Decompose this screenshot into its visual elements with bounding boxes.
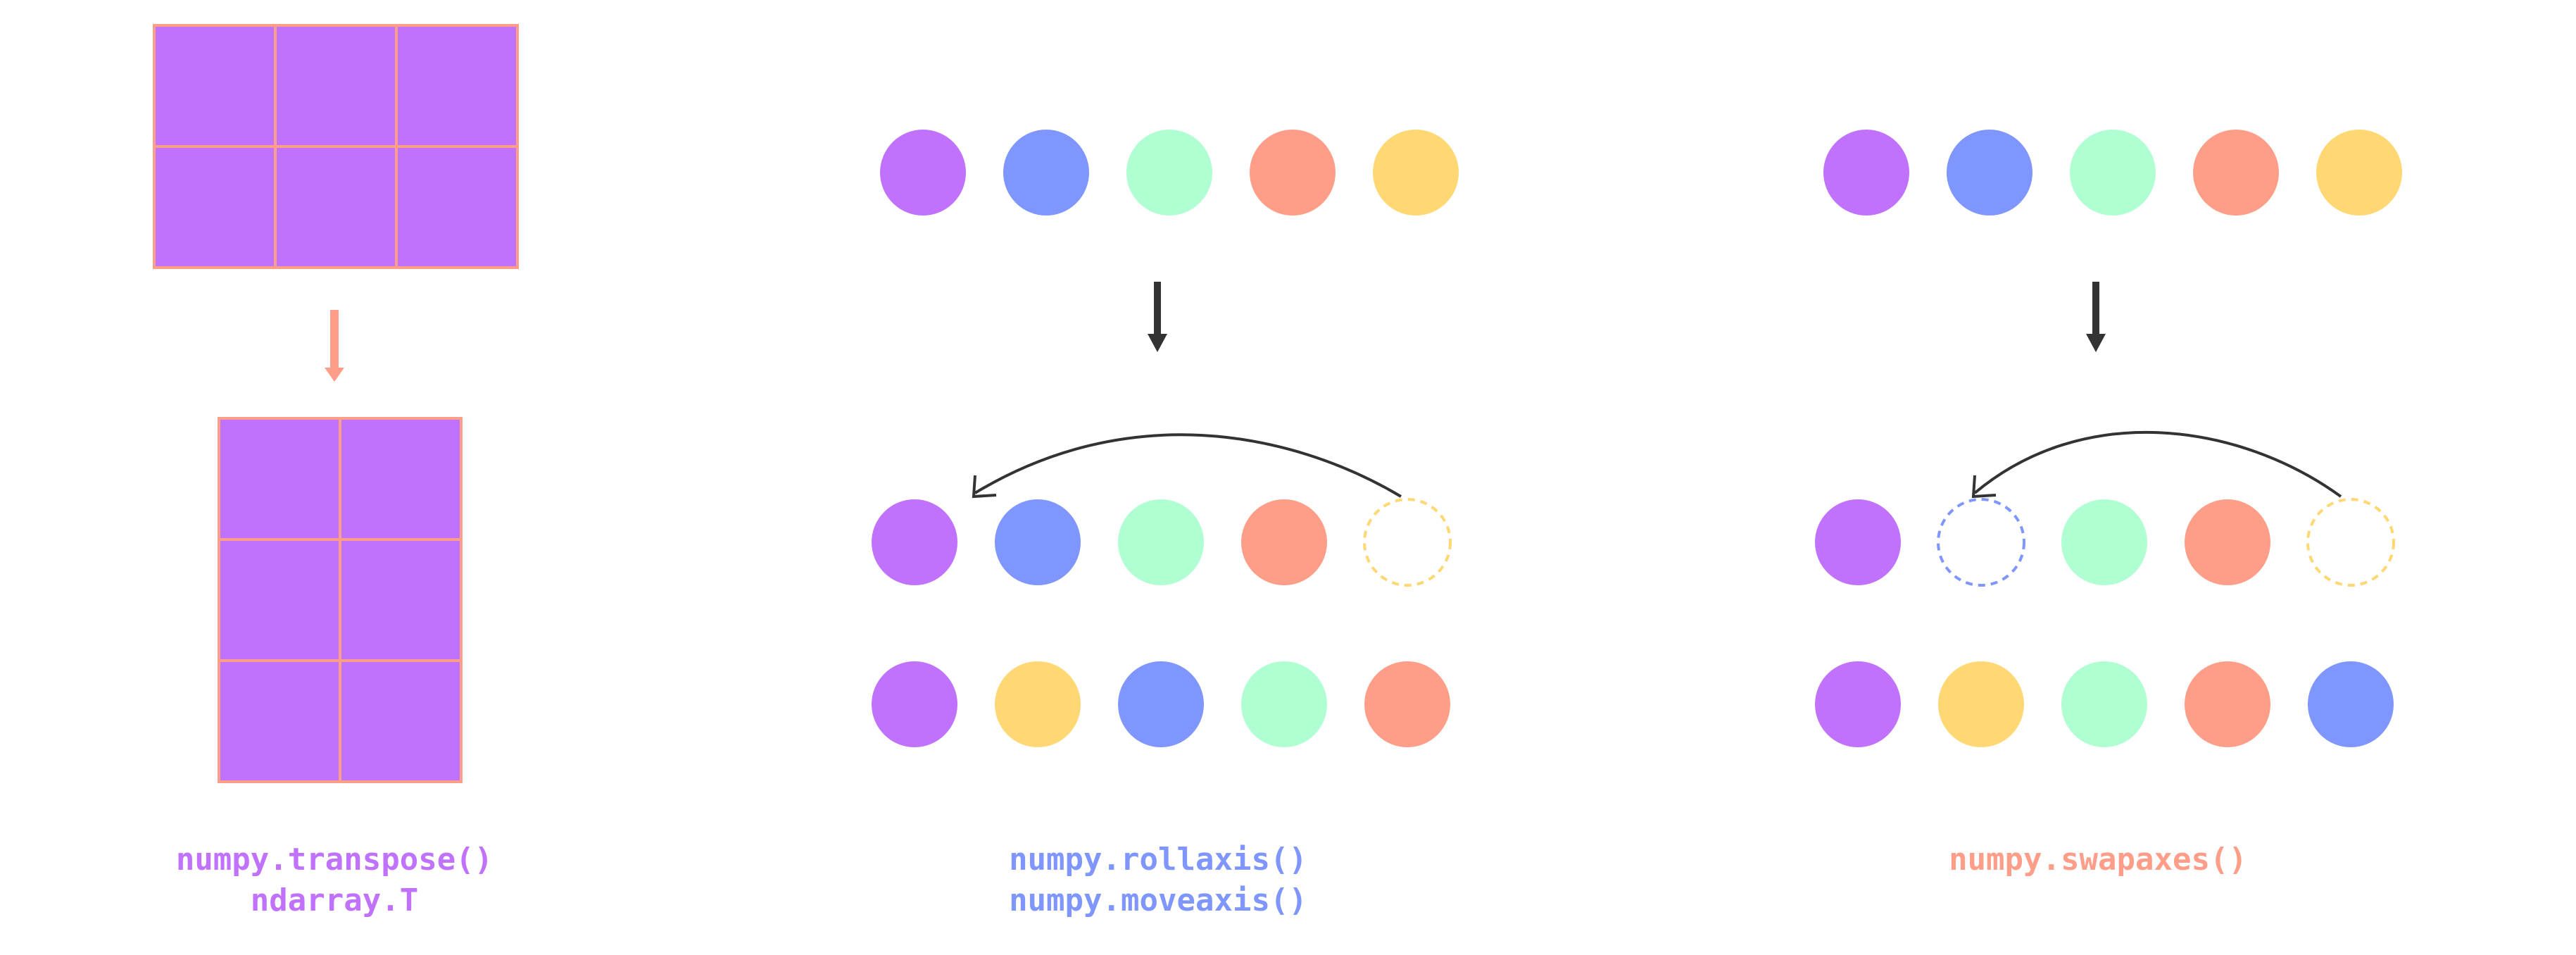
rollaxis-top-circle-3-green [1126,130,1212,216]
swapaxes-bottom-circle-5-blue [2308,661,2394,747]
transpose-after-cell-0-1 [339,417,463,541]
moveaxis-function-label: numpy.moveaxis() [1009,882,1307,918]
rollaxis-top-circle-5-yellow [1373,130,1459,216]
swapaxes-top-circle-2-blue [1947,130,2032,216]
rollaxis-down-arrow [1148,282,1167,352]
swapaxes-middle-circle-2-blue-empty [1937,498,2025,587]
rollaxis-bottom-circle-1-purple [872,661,957,747]
transpose-after-cell-2-0 [218,659,341,783]
swapaxes-middle-row [1815,498,2395,587]
swapaxes-down-arrow [2086,282,2106,352]
swapaxes-bottom-circle-1-purple [1815,661,1901,747]
transpose-before-cell-1-0 [153,145,277,269]
rollaxis-middle-circle-3-green [1118,499,1204,585]
transpose-function-label: numpy.transpose() [175,842,494,878]
transpose-after-cell-2-1 [339,659,463,783]
swapaxes-top-circle-4-orange [2193,130,2279,216]
swapaxes-top-circle-5-yellow [2316,130,2402,216]
transpose-after-grid [218,417,463,783]
swapaxes-top-row [1823,130,2402,216]
swapaxes-bottom-circle-4-orange [2185,661,2270,747]
swapaxes-middle-circle-5-yellow-empty [2306,498,2395,587]
transpose-before-cell-1-2 [395,145,519,269]
swapaxes-labels: numpy.swapaxes() [1859,839,2337,880]
ndarray-t-label: ndarray.T [250,882,419,918]
transpose-labels: numpy.transpose() ndarray.T [95,839,574,921]
swapaxes-function-label: numpy.swapaxes() [1949,842,2247,878]
transpose-down-arrow [325,310,344,382]
rollaxis-bottom-circle-5-orange [1364,661,1450,747]
transpose-after-cell-0-0 [218,417,341,541]
swapaxes-top-circle-1-purple [1823,130,1909,216]
swapaxes-bottom-circle-3-green [2061,661,2147,747]
transpose-before-cell-0-1 [274,24,398,148]
swapaxes-middle-circle-4-orange [2185,499,2270,585]
transpose-before-cell-0-2 [395,24,519,148]
rollaxis-curved-arrow [972,433,1402,499]
transpose-after-cell-1-0 [218,538,341,662]
rollaxis-labels: numpy.rollaxis() numpy.moveaxis() [919,839,1397,921]
rollaxis-top-circle-2-blue [1003,130,1089,216]
swapaxes-bottom-circle-2-yellow [1938,661,2024,747]
swapaxes-curved-arrow [1971,430,2342,499]
rollaxis-middle-row [872,498,1452,587]
rollaxis-bottom-circle-4-green [1241,661,1327,747]
swapaxes-top-circle-3-green [2070,130,2156,216]
rollaxis-bottom-circle-3-blue [1118,661,1204,747]
swapaxes-bottom-row [1815,661,2394,747]
swapaxes-middle-circle-3-green [2061,499,2147,585]
rollaxis-function-label: numpy.rollaxis() [1009,842,1307,878]
swapaxes-middle-circle-1-purple [1815,499,1901,585]
rollaxis-top-circle-4-orange [1250,130,1336,216]
rollaxis-bottom-circle-2-yellow [995,661,1081,747]
rollaxis-middle-circle-2-blue [995,499,1081,585]
rollaxis-middle-circle-5-yellow-empty [1363,498,1452,587]
rollaxis-bottom-row [872,661,1450,747]
transpose-before-cell-0-0 [153,24,277,148]
rollaxis-top-row [880,130,1459,216]
rollaxis-middle-circle-4-orange [1241,499,1327,585]
transpose-before-grid [153,24,519,269]
rollaxis-middle-circle-1-purple [872,499,957,585]
transpose-after-cell-1-1 [339,538,463,662]
transpose-before-cell-1-1 [274,145,398,269]
rollaxis-top-circle-1-purple [880,130,966,216]
